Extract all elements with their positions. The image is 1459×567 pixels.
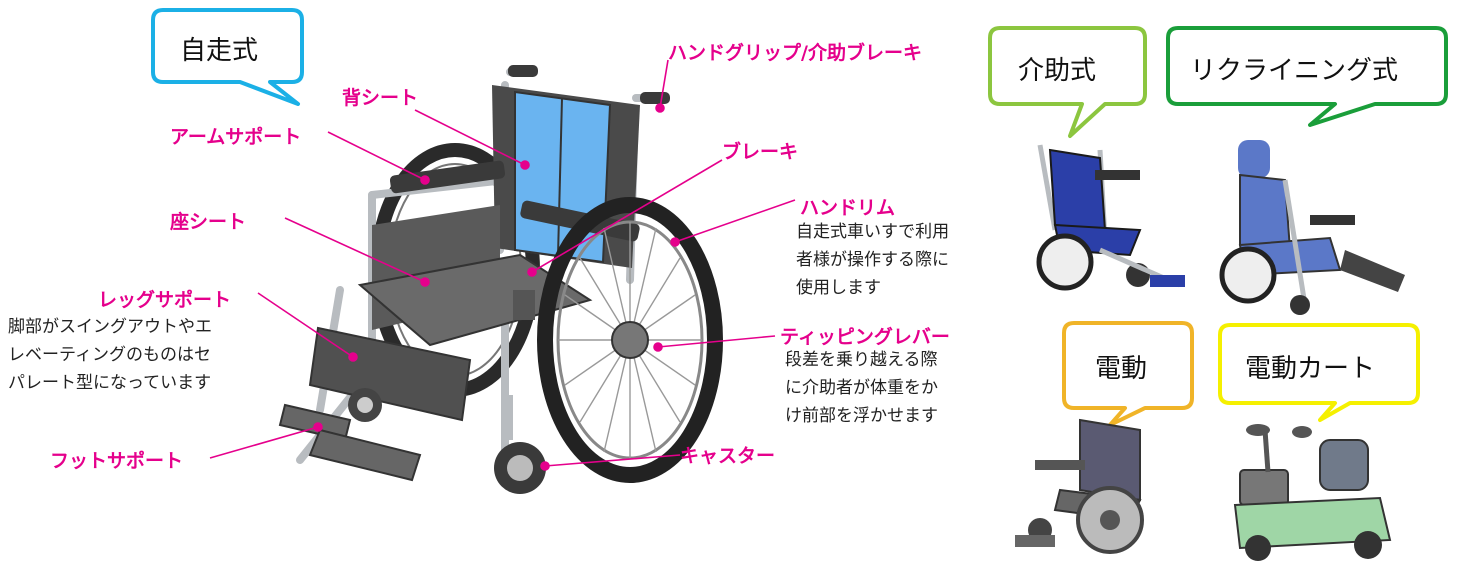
footrest-right — [308, 428, 422, 482]
type-title-assisted: 介助式 — [1018, 56, 1097, 86]
bubble-electric-cart — [1218, 323, 1420, 422]
assisted-wheelchair-image — [1036, 144, 1185, 291]
bubble-electric — [1062, 321, 1194, 427]
label-leg-support: レッグサポート — [98, 289, 232, 311]
label-handrim: ハンドリム — [800, 197, 896, 219]
electric-cart-image — [1233, 424, 1392, 561]
desc-handrim-line: 使用します — [796, 278, 881, 298]
label-caster: キャスター — [680, 445, 776, 467]
label-tipping-lever: ティッピングレバー — [780, 326, 950, 348]
desc-leg-support-line: レベーティングのものはセ — [8, 345, 211, 365]
type-title-reclining: リクライニング式 — [1190, 56, 1399, 86]
caster-front — [494, 395, 546, 494]
bubble-self-propelled — [151, 8, 304, 106]
desc-handrim: 自走式車いすで利用 者様が操作する際に 使用します — [796, 218, 949, 302]
electric-wheelchair-image — [1015, 418, 1144, 554]
label-brake: ブレーキ — [722, 141, 799, 163]
desc-tipping-lever: 段差を乗り越える際 に介助者が体重をか け前部を浮かせます — [785, 346, 938, 430]
label-foot-support: フットサポート — [50, 450, 184, 472]
leader-lines — [209, 59, 796, 471]
main-type-title: 自走式 — [180, 36, 259, 66]
brake-device — [513, 290, 535, 320]
rear-wheel-right — [537, 197, 723, 483]
leg-support-strap — [308, 326, 472, 422]
type-title-electric-cart: 電動カート — [1245, 354, 1376, 384]
bubble-reclining — [1166, 26, 1448, 127]
label-back-seat: 背シート — [342, 87, 419, 109]
desc-tipping-lever-line: 段差を乗り越える際 — [785, 350, 938, 370]
label-seat: 座シート — [170, 211, 247, 233]
label-handgrip: ハンドグリップ/介助ブレーキ — [668, 42, 922, 64]
bubble-assisted — [988, 26, 1147, 138]
type-title-electric: 電動 — [1095, 354, 1148, 384]
desc-handrim-line: 者様が操作する際に — [796, 250, 949, 270]
caster-small — [348, 388, 382, 422]
seat-panel — [357, 253, 593, 347]
label-arm-support: アームサポート — [170, 126, 302, 148]
desc-leg-support-line: 脚部がスイングアウトやエ — [8, 317, 212, 337]
desc-handrim-line: 自走式車いすで利用 — [796, 222, 950, 242]
desc-tipping-lever-line: に介助者が体重をか — [785, 378, 938, 398]
desc-tipping-lever-line: け前部を浮かせます — [785, 406, 938, 426]
desc-leg-support: 脚部がスイングアウトやエ レベーティングのものはセ パレート型になっています — [8, 313, 212, 397]
reclining-wheelchair-image — [1219, 140, 1405, 315]
desc-leg-support-line: パレート型になっています — [8, 373, 212, 393]
